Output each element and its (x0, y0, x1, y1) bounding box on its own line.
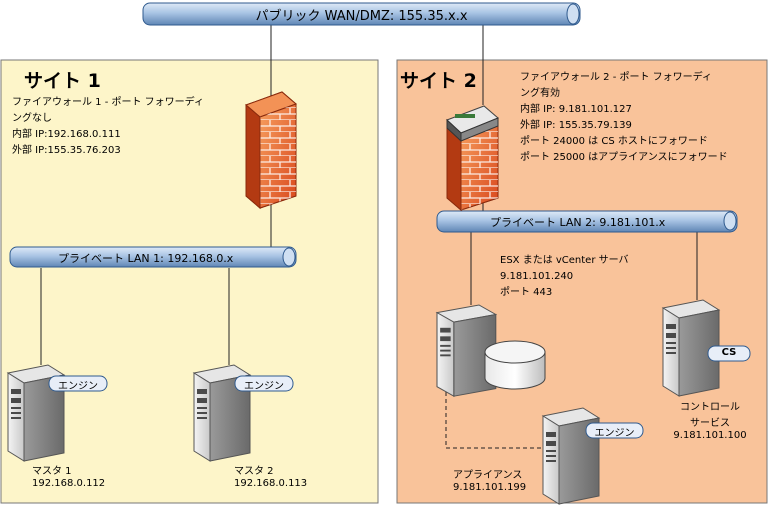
control-name-line2: サービス (690, 418, 730, 429)
appliance-engine-badge (585, 422, 644, 439)
firewall2-line: 外部 IP: 155.35.79.139 (520, 120, 632, 131)
master1-name: マスタ 1 (32, 466, 72, 477)
storage-cylinder-icon (484, 340, 546, 390)
lan1-pipe (9, 246, 297, 268)
firewall2-line: ファイアウォール 2 - ポート フォワーディ (520, 72, 712, 83)
firewall1-icon (245, 91, 297, 210)
appliance-engine-label: エンジン (594, 428, 635, 439)
cs-badge (707, 345, 751, 362)
firewall2-line: ポート 25000 はアプライアンスにフォワード (520, 152, 728, 163)
lan1-label: プライベート LAN 1: 192.168.0.x (58, 252, 234, 265)
esx-to-appliance-dashed-line (445, 385, 548, 449)
firewall1-line: 外部 IP:155.35.76.203 (12, 145, 121, 156)
lan2-label: プライベート LAN 2: 9.181.101.x (490, 216, 666, 229)
firewall1-line: ングなし (12, 113, 52, 124)
master2-name: マスタ 2 (234, 466, 274, 477)
master2-engine-badge (234, 375, 294, 392)
firewall1-line: ファイアウォール 1 - ポート フォワーディ (12, 97, 204, 108)
firewall2-description: ファイアウォール 2 - ポート フォワーディ ング有効 内部 IP: 9.18… (520, 70, 728, 166)
master1-engine-badge (48, 375, 108, 392)
wan-label: パブリック WAN/DMZ: 155.35.x.x (255, 9, 468, 24)
firewall1-line: 内部 IP:192.168.0.111 (12, 129, 121, 140)
master2-engine-label: エンジン (244, 381, 284, 392)
firewall2-line: ポート 24000 は CS ホストにフォワード (520, 136, 708, 147)
master2-ip: 192.168.0.113 (234, 478, 308, 489)
appliance-name: アプライアンス (453, 470, 523, 481)
control-ip: 9.181.101.100 (673, 430, 747, 441)
master1-engine-label: エンジン (58, 381, 98, 392)
firewall1-description: ファイアウォール 1 - ポート フォワーディ ングなし 内部 IP:192.1… (12, 95, 204, 159)
appliance-server-icon (542, 407, 600, 505)
esx-description: ESX または vCenter サーバ 9.181.101.240 ポート 44… (500, 253, 629, 301)
lan2-pipe (436, 210, 738, 233)
esx-line: ポート 443 (500, 287, 553, 298)
site1-title: サイト 1 (24, 70, 101, 92)
firewall2-line: ング有効 (520, 88, 560, 99)
control-name-line1: コントロール (680, 402, 740, 413)
firewall2-line: 内部 IP: 9.181.101.127 (520, 104, 632, 115)
firewall2-icon (446, 105, 499, 212)
master1-ip: 192.168.0.112 (32, 478, 106, 489)
esx-line: ESX または vCenter サーバ (500, 255, 629, 266)
esx-line: 9.181.101.240 (500, 271, 574, 282)
site2-title: サイト 2 (400, 70, 477, 92)
appliance-ip: 9.181.101.199 (453, 482, 527, 493)
wan-pipe (142, 2, 581, 26)
cs-label: CS (721, 347, 737, 358)
